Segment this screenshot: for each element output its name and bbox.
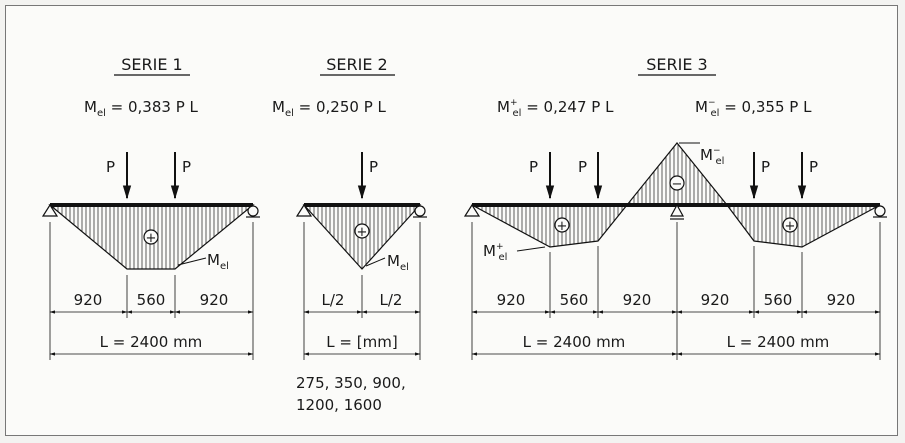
serie-1-dim: 920	[74, 291, 103, 309]
serie-3: SERIE 3 M+el = 0,247 P L M−el = 0,355 P …	[463, 55, 887, 360]
serie-3-moment-negative-label: M−el	[700, 146, 724, 167]
serie-2-moment-label: Mel	[387, 252, 409, 273]
serie-3-load-label: P	[529, 158, 538, 176]
serie-2-lengths: 1200, 1600	[296, 396, 382, 414]
serie-1-title: SERIE 1	[121, 55, 182, 74]
serie-3-title: SERIE 3	[646, 55, 707, 74]
serie-3-dim: 920	[497, 291, 526, 309]
serie-3-middle-support	[669, 203, 685, 217]
serie-1-roller-support	[247, 205, 259, 217]
serie-2-total-length: L = [mm]	[326, 333, 397, 351]
serie-3-moment-positive-right	[725, 204, 881, 248]
serie-2: SERIE 2 Mel = 0,250 P L P + Mel L/2 L/2 …	[272, 55, 427, 414]
serie-3-dim: 920	[623, 291, 652, 309]
serie-1-sign: +	[146, 231, 157, 246]
serie-3-dim: 920	[827, 291, 856, 309]
serie-2-formula: Mel = 0,250 P L	[272, 98, 387, 119]
serie-3-pin-support	[463, 203, 481, 217]
serie-2-dim: L/2	[380, 291, 403, 309]
serie-3-formula-positive: M+el = 0,247 P L	[497, 98, 614, 119]
serie-3-load-label: P	[578, 158, 587, 176]
serie-3-roller-support	[874, 205, 886, 217]
serie-2-pin-support	[295, 203, 313, 217]
serie-3-sign-circle	[669, 175, 685, 191]
serie-2-sign-circle	[354, 223, 370, 239]
serie-2-title: SERIE 2	[326, 55, 387, 74]
serie-1-formula: Mel = 0,383 P L	[84, 98, 199, 119]
serie-3-sign: +	[785, 219, 796, 234]
serie-3-load-label: P	[809, 158, 818, 176]
serie-3-load-label: P	[761, 158, 770, 176]
serie-3-sign-circle	[554, 217, 570, 233]
serie-1-dim: 560	[137, 291, 166, 309]
serie-1: SERIE 1 Mel = 0,383 P L P P + Mel	[41, 55, 260, 360]
serie-2-sign: +	[357, 225, 368, 240]
serie-3-total-length: L = 2400 mm	[523, 333, 626, 351]
serie-3-dim: 560	[764, 291, 793, 309]
serie-3-moment-positive-label: M+el	[483, 242, 507, 263]
serie-3-sign: −	[672, 177, 683, 192]
serie-2-dim: L/2	[322, 291, 345, 309]
serie-3-sign-circle	[782, 217, 798, 233]
serie-1-sign-circle	[143, 229, 159, 245]
serie-1-load-label: P	[106, 158, 115, 176]
serie-3-formula-negative: M−el = 0,355 P L	[695, 98, 812, 119]
serie-3-moment-positive-left	[471, 204, 629, 248]
serie-1-load-label: P	[182, 158, 191, 176]
serie-2-lengths: 275, 350, 900,	[296, 374, 406, 392]
serie-1-total-length: L = 2400 mm	[100, 333, 203, 351]
serie-3-sign: +	[557, 219, 568, 234]
serie-2-roller-support	[414, 205, 426, 217]
serie-3-total-length: L = 2400 mm	[727, 333, 830, 351]
serie-1-moment-label: Mel	[207, 251, 229, 272]
serie-1-dim: 920	[200, 291, 229, 309]
serie-3-dim: 920	[701, 291, 730, 309]
serie-1-pin-support	[41, 203, 59, 217]
serie-2-load-label: P	[369, 158, 378, 176]
serie-3-dim: 560	[560, 291, 589, 309]
